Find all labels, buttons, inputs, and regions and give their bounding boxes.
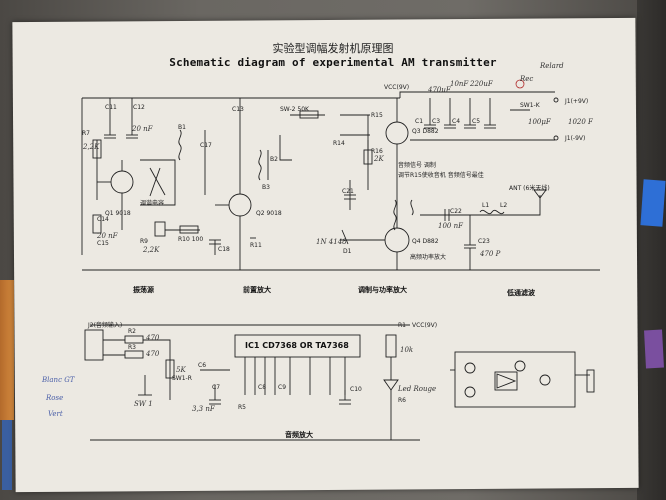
hw-d1-value: 1N 4148 <box>316 238 347 246</box>
hw-r9-value: 2,2K <box>143 246 160 254</box>
hw-rec: Rec <box>520 75 534 83</box>
label-sw2: SW-2 50K <box>280 106 309 113</box>
label-audio-signal: 音频信号 调制 <box>398 162 436 169</box>
label-q3: Q3 D882 <box>412 128 439 135</box>
label-c1: C1 <box>415 118 424 125</box>
section-audio-amp: 音频放大 <box>285 431 313 439</box>
hw-sw1k-value: 100μF <box>528 118 551 126</box>
hw-c22-value: 100 nF <box>438 222 463 230</box>
hw-blanc: Blanc GT <box>42 376 75 384</box>
dark-background-edge <box>637 0 666 500</box>
label-pos-terminal: J1(+9V) <box>565 98 589 105</box>
hw-r-led: 10k <box>400 346 414 354</box>
label-j2: J2(音频输入) <box>88 322 123 329</box>
label-r14: R14 <box>333 140 345 147</box>
label-r16: R16 <box>371 148 383 155</box>
ic-label: IC1 CD7368 OR TA7368 <box>245 341 349 350</box>
section-modulation: 调制与功率放大 <box>358 286 407 294</box>
label-r2: R2 <box>128 328 136 335</box>
orange-object <box>0 280 14 420</box>
label-r9: R9 <box>140 238 148 245</box>
label-c22: C22 <box>450 208 462 215</box>
hw-c15-value: 20 nF <box>97 232 118 240</box>
label-vcc-top: VCC(9V) <box>384 84 410 91</box>
label-d1: D1 <box>343 248 352 255</box>
hw-c23-value: 470 P <box>480 250 501 258</box>
blue-object <box>2 420 12 490</box>
hw-c-top2: 220uF <box>470 80 493 88</box>
label-c17: C17 <box>200 142 212 149</box>
label-sw1k: SW1-K <box>520 102 540 109</box>
label-c7: C7 <box>212 384 221 391</box>
label-c3: C3 <box>432 118 441 125</box>
label-b1: B1 <box>178 124 186 131</box>
label-q2: Q2 9018 <box>256 210 282 217</box>
hw-r3-value: 470 <box>146 350 160 358</box>
hw-rec2: Relard <box>540 62 564 70</box>
hw-c-top1: 10nF <box>450 80 469 88</box>
label-mod-note: 调节R15使收音机 音频信号最佳 <box>398 172 484 179</box>
label-osc-note: 调谐电容 <box>140 200 165 207</box>
label-c5: C5 <box>472 118 481 125</box>
hw-led: Led Rouge <box>398 385 437 393</box>
label-r1: R1 <box>398 322 406 329</box>
hw-r16-value: 2K <box>374 155 384 163</box>
hw-r4-value: 5K <box>176 366 186 374</box>
label-c6: C6 <box>198 362 207 369</box>
label-r15: R15 <box>371 112 383 119</box>
label-c12: C12 <box>133 104 145 111</box>
chinese-title: 实验型调幅发射机原理图 <box>272 42 394 55</box>
label-c9: C9 <box>278 384 287 391</box>
hw-r2-value: 470 <box>146 334 160 342</box>
label-c10: C10 <box>350 386 362 393</box>
label-b3: B3 <box>262 184 270 191</box>
label-b2: B2 <box>270 156 278 163</box>
label-r6: R6 <box>398 397 406 404</box>
label-r11: R11 <box>250 242 262 249</box>
label-r7: R7 <box>82 130 90 137</box>
label-l1: L1 <box>482 202 490 209</box>
label-c14: C14 <box>97 216 109 223</box>
label-r3: R3 <box>128 344 136 351</box>
hw-vert: Vert <box>48 410 63 418</box>
label-c23: C23 <box>478 238 490 245</box>
label-c13: C13 <box>232 106 244 113</box>
label-l2: L2 <box>500 202 508 209</box>
label-q1: Q1 9018 <box>105 210 131 217</box>
hw-sw1-label: SW 1 <box>134 400 153 408</box>
label-ant: ANT (6米天线) <box>509 185 550 192</box>
hw-rose: Rose <box>46 394 64 402</box>
label-c4: C4 <box>452 118 461 125</box>
hw-c-bottom: 3,3 nF <box>192 405 215 413</box>
label-q4: Q4 D882 <box>412 238 439 245</box>
label-c8: C8 <box>258 384 267 391</box>
label-sw1r: SW1-R <box>172 375 192 382</box>
label-amp-note: 高频功率放大 <box>410 254 447 261</box>
section-preamp: 前置放大 <box>243 286 271 294</box>
label-c21: C21 <box>342 188 354 195</box>
label-r5: R5 <box>238 404 246 411</box>
label-r10: R10 100 <box>178 236 204 243</box>
label-c15: C15 <box>97 240 109 247</box>
hw-r7-value: 2,2K <box>83 143 100 151</box>
hw-right-cap: 1020 F <box>568 118 593 126</box>
label-vcc-bottom: VCC(9V) <box>412 322 438 329</box>
english-title: Schematic diagram of experimental AM tra… <box>169 56 497 69</box>
label-c18: C18 <box>218 246 230 253</box>
section-oscillator: 振荡源 <box>133 286 154 294</box>
hw-c-top3: 470uF <box>428 86 451 94</box>
hw-c12-value: 20 nF <box>132 125 153 133</box>
section-lowpass: 低通滤波 <box>507 289 535 297</box>
label-neg-terminal: J1(-9V) <box>565 135 586 142</box>
label-c11: C11 <box>105 104 117 111</box>
